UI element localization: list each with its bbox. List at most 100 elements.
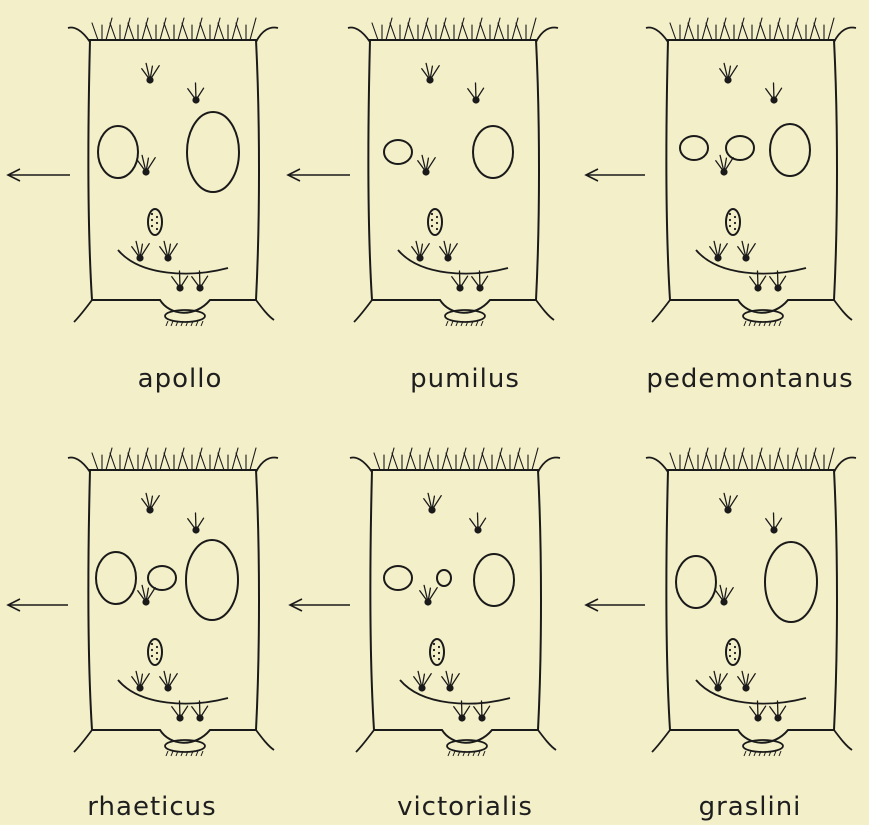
label-victorialis: victorialis <box>397 792 533 822</box>
left-foot <box>652 300 670 322</box>
body-outline <box>88 470 259 743</box>
right-foot <box>834 300 852 320</box>
top-bristles <box>92 448 256 470</box>
cell-3 <box>474 554 514 606</box>
right-flare <box>536 28 558 42</box>
curved-band <box>118 250 228 274</box>
oval-scale <box>726 639 740 665</box>
right-flare <box>834 28 856 42</box>
direction-arrow <box>586 599 645 611</box>
cell-2 <box>473 126 513 178</box>
bristle-tuft <box>132 241 149 261</box>
cell-3 <box>770 124 810 176</box>
label-graslini: graslini <box>699 792 802 822</box>
right-flare <box>256 28 278 42</box>
bristle-tuft <box>424 493 441 513</box>
curved-band <box>696 250 806 274</box>
bristle-tuft <box>440 241 457 261</box>
right-foot <box>538 730 556 750</box>
top-bristles <box>374 448 538 470</box>
top-bristles <box>92 18 256 40</box>
cell-2 <box>437 570 451 586</box>
bristle-tuft <box>160 671 177 691</box>
label-pumilus: pumilus <box>410 364 520 394</box>
curved-band <box>400 680 510 704</box>
top-bristles <box>670 448 834 470</box>
label-apollo: apollo <box>138 364 223 394</box>
bristle-tuft <box>160 241 177 261</box>
bristle-tuft <box>188 513 204 534</box>
bristle-tuft <box>442 671 459 691</box>
body-outline <box>368 40 539 313</box>
right-flare <box>256 458 278 472</box>
bristle-tuft <box>470 513 486 534</box>
left-flare <box>350 458 372 472</box>
bristle-tuft <box>132 671 149 691</box>
body-outline <box>370 470 541 743</box>
left-foot <box>74 300 92 322</box>
cell-2 <box>765 542 817 622</box>
left-flare <box>68 458 90 472</box>
bristle-tuft <box>414 671 431 691</box>
bristle-tuft <box>422 63 439 83</box>
direction-arrow <box>288 169 350 181</box>
bristle-tuft <box>720 493 737 513</box>
oval-scale <box>148 639 162 665</box>
cell-3 <box>186 540 238 620</box>
direction-arrow <box>586 169 645 181</box>
bristle-tuft <box>418 155 435 175</box>
bristle-tuft <box>468 83 484 104</box>
top-bristles <box>670 18 834 40</box>
cell-1 <box>96 552 136 604</box>
direction-arrow <box>8 169 70 181</box>
right-flare <box>834 458 856 472</box>
right-foot <box>256 300 274 320</box>
bristle-tuft <box>412 241 429 261</box>
curved-band <box>118 680 228 704</box>
bristle-tuft <box>142 493 159 513</box>
label-rhaeticus: rhaeticus <box>87 792 216 822</box>
bristle-tuft <box>716 155 733 175</box>
bristle-tuft <box>766 513 782 534</box>
oval-scale <box>148 209 162 235</box>
right-foot <box>256 730 274 750</box>
left-flare <box>646 28 668 42</box>
bristle-tuft <box>420 585 437 605</box>
cell-1 <box>680 136 708 160</box>
left-foot <box>652 730 670 752</box>
panel-pumilus <box>288 18 558 326</box>
body-outline <box>666 40 837 313</box>
oval-scale <box>428 209 442 235</box>
bristle-tuft <box>738 671 755 691</box>
curved-band <box>696 680 806 704</box>
direction-arrow <box>8 599 68 611</box>
bristle-tuft <box>720 63 737 83</box>
curved-band <box>398 250 508 274</box>
right-foot <box>834 730 852 750</box>
bristle-tuft <box>138 585 155 605</box>
bristle-tuft <box>142 63 159 83</box>
left-foot <box>74 730 92 752</box>
bristle-tuft <box>710 671 727 691</box>
left-foot <box>354 300 372 322</box>
oval-scale <box>726 209 740 235</box>
cell-1 <box>384 566 412 590</box>
cell-2 <box>148 566 176 590</box>
left-flare <box>348 28 370 42</box>
cell-1 <box>676 556 716 608</box>
bristle-tuft <box>766 83 782 104</box>
bristle-tuft <box>710 241 727 261</box>
left-foot <box>356 730 374 752</box>
right-flare <box>538 458 560 472</box>
label-pedemontanus: pedemontanus <box>646 364 853 394</box>
panel-victorialis <box>290 448 560 756</box>
left-flare <box>68 28 90 42</box>
cell-2 <box>726 136 754 160</box>
panel-rhaeticus <box>8 448 278 756</box>
oval-scale <box>430 639 444 665</box>
panel-graslini <box>586 448 856 756</box>
bristle-tuft <box>716 585 733 605</box>
bristle-tuft <box>188 83 204 104</box>
bristle-tuft <box>738 241 755 261</box>
